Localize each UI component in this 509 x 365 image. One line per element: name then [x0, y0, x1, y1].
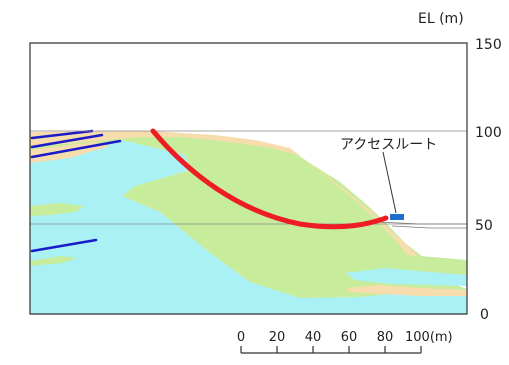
scale-tick-label: 100(m) — [405, 330, 453, 345]
left-green-lens-upper — [30, 203, 85, 216]
geologic-layers — [30, 131, 467, 314]
gridlines — [30, 130, 467, 225]
access-route-label: アクセスルート — [340, 137, 437, 153]
ground-surface-line — [391, 225, 467, 229]
ground-surface-line — [377, 221, 467, 225]
right-cyan-lens — [345, 268, 467, 286]
elevation-tick-label: 100 — [475, 125, 502, 141]
lower-cyan-layer — [30, 140, 467, 314]
left-green-lens-lower — [30, 256, 78, 266]
scale-tick-label: 60 — [341, 330, 358, 345]
scale-tick-label: 20 — [269, 330, 286, 345]
fault-line — [30, 238, 98, 253]
scale-bar: 0 20 40 60 80 100(m) — [237, 330, 453, 354]
elevation-tick-label: 0 — [480, 307, 489, 323]
fault-lines — [30, 129, 122, 253]
fault-line — [30, 133, 104, 149]
elevation-tick-label: 50 — [475, 218, 493, 234]
scale-tick-label: 40 — [305, 330, 322, 345]
scale-tick-label: 0 — [237, 330, 245, 345]
right-sand-lens — [345, 285, 467, 296]
elevation-unit-label: EL (m) — [418, 11, 464, 27]
access-route-marker — [390, 214, 404, 220]
fault-line — [30, 129, 94, 140]
scale-tick-label: 80 — [377, 330, 394, 345]
slip-surface-arc — [150, 128, 389, 230]
access-route-leader-line — [382, 151, 397, 214]
fault-line — [30, 139, 122, 159]
frame-border — [29, 42, 468, 315]
elevation-tick-label: 150 — [475, 37, 502, 53]
